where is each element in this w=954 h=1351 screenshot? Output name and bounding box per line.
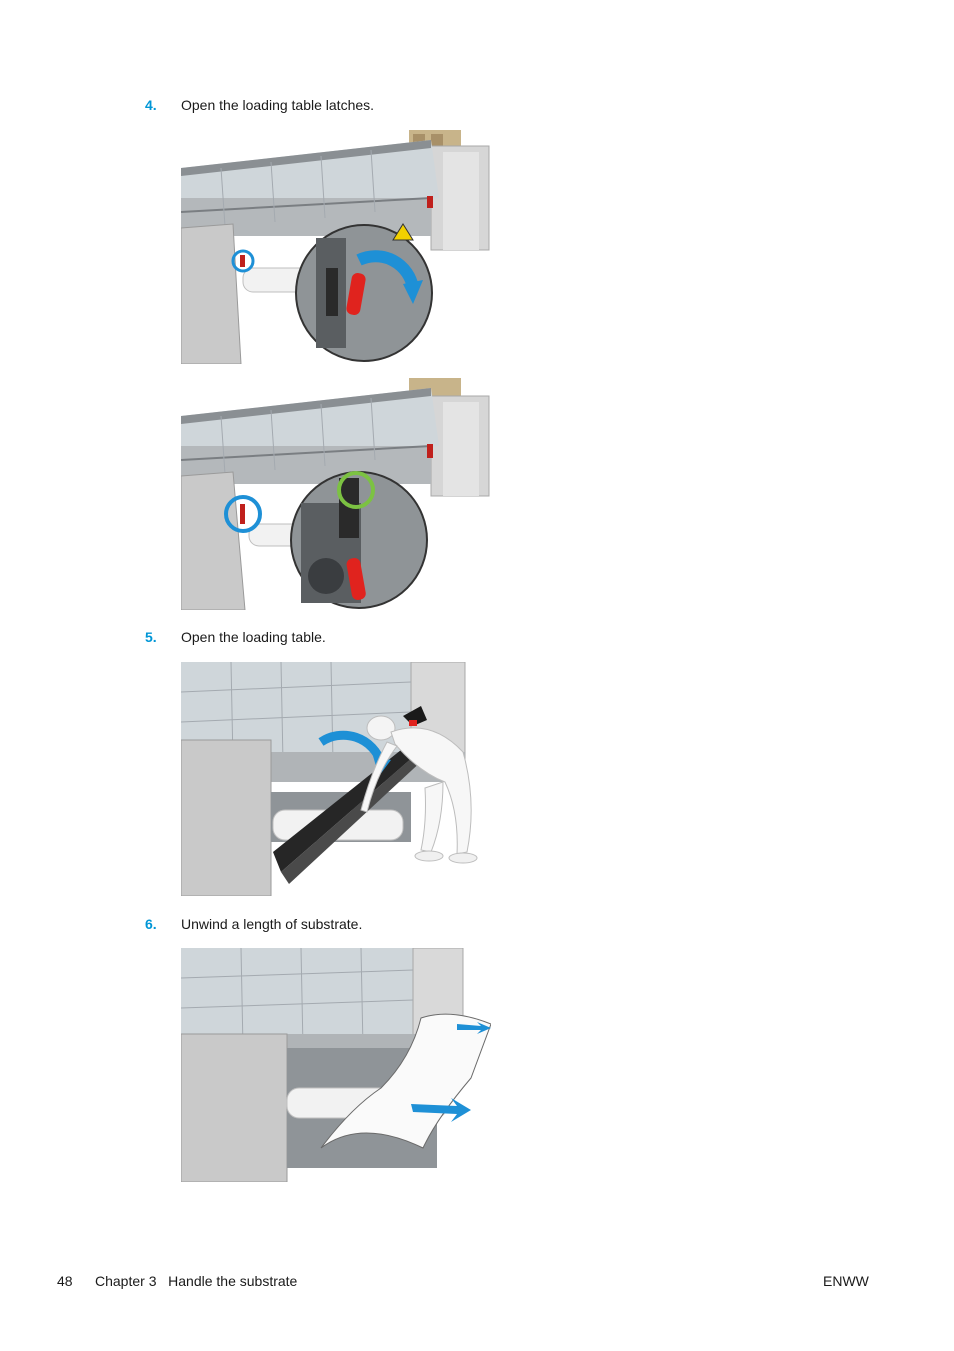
loading-table-open-illustration bbox=[181, 662, 491, 896]
latch-open-illustration-1 bbox=[181, 128, 491, 364]
chapter-title: Chapter 3 Handle the substrate bbox=[95, 1273, 298, 1289]
step-number: 6. bbox=[145, 916, 157, 932]
latch-open-illustration-2 bbox=[181, 378, 491, 610]
step-number: 5. bbox=[145, 629, 157, 645]
unwind-substrate-illustration bbox=[181, 948, 491, 1182]
step-text: Open the loading table latches. bbox=[181, 97, 375, 113]
step-text: Open the loading table. bbox=[181, 629, 326, 645]
step-text: Unwind a length of substrate. bbox=[181, 916, 363, 932]
step-number: 4. bbox=[145, 97, 157, 113]
doc-code: ENWW bbox=[823, 1273, 869, 1289]
page-number: 48 bbox=[57, 1273, 73, 1289]
